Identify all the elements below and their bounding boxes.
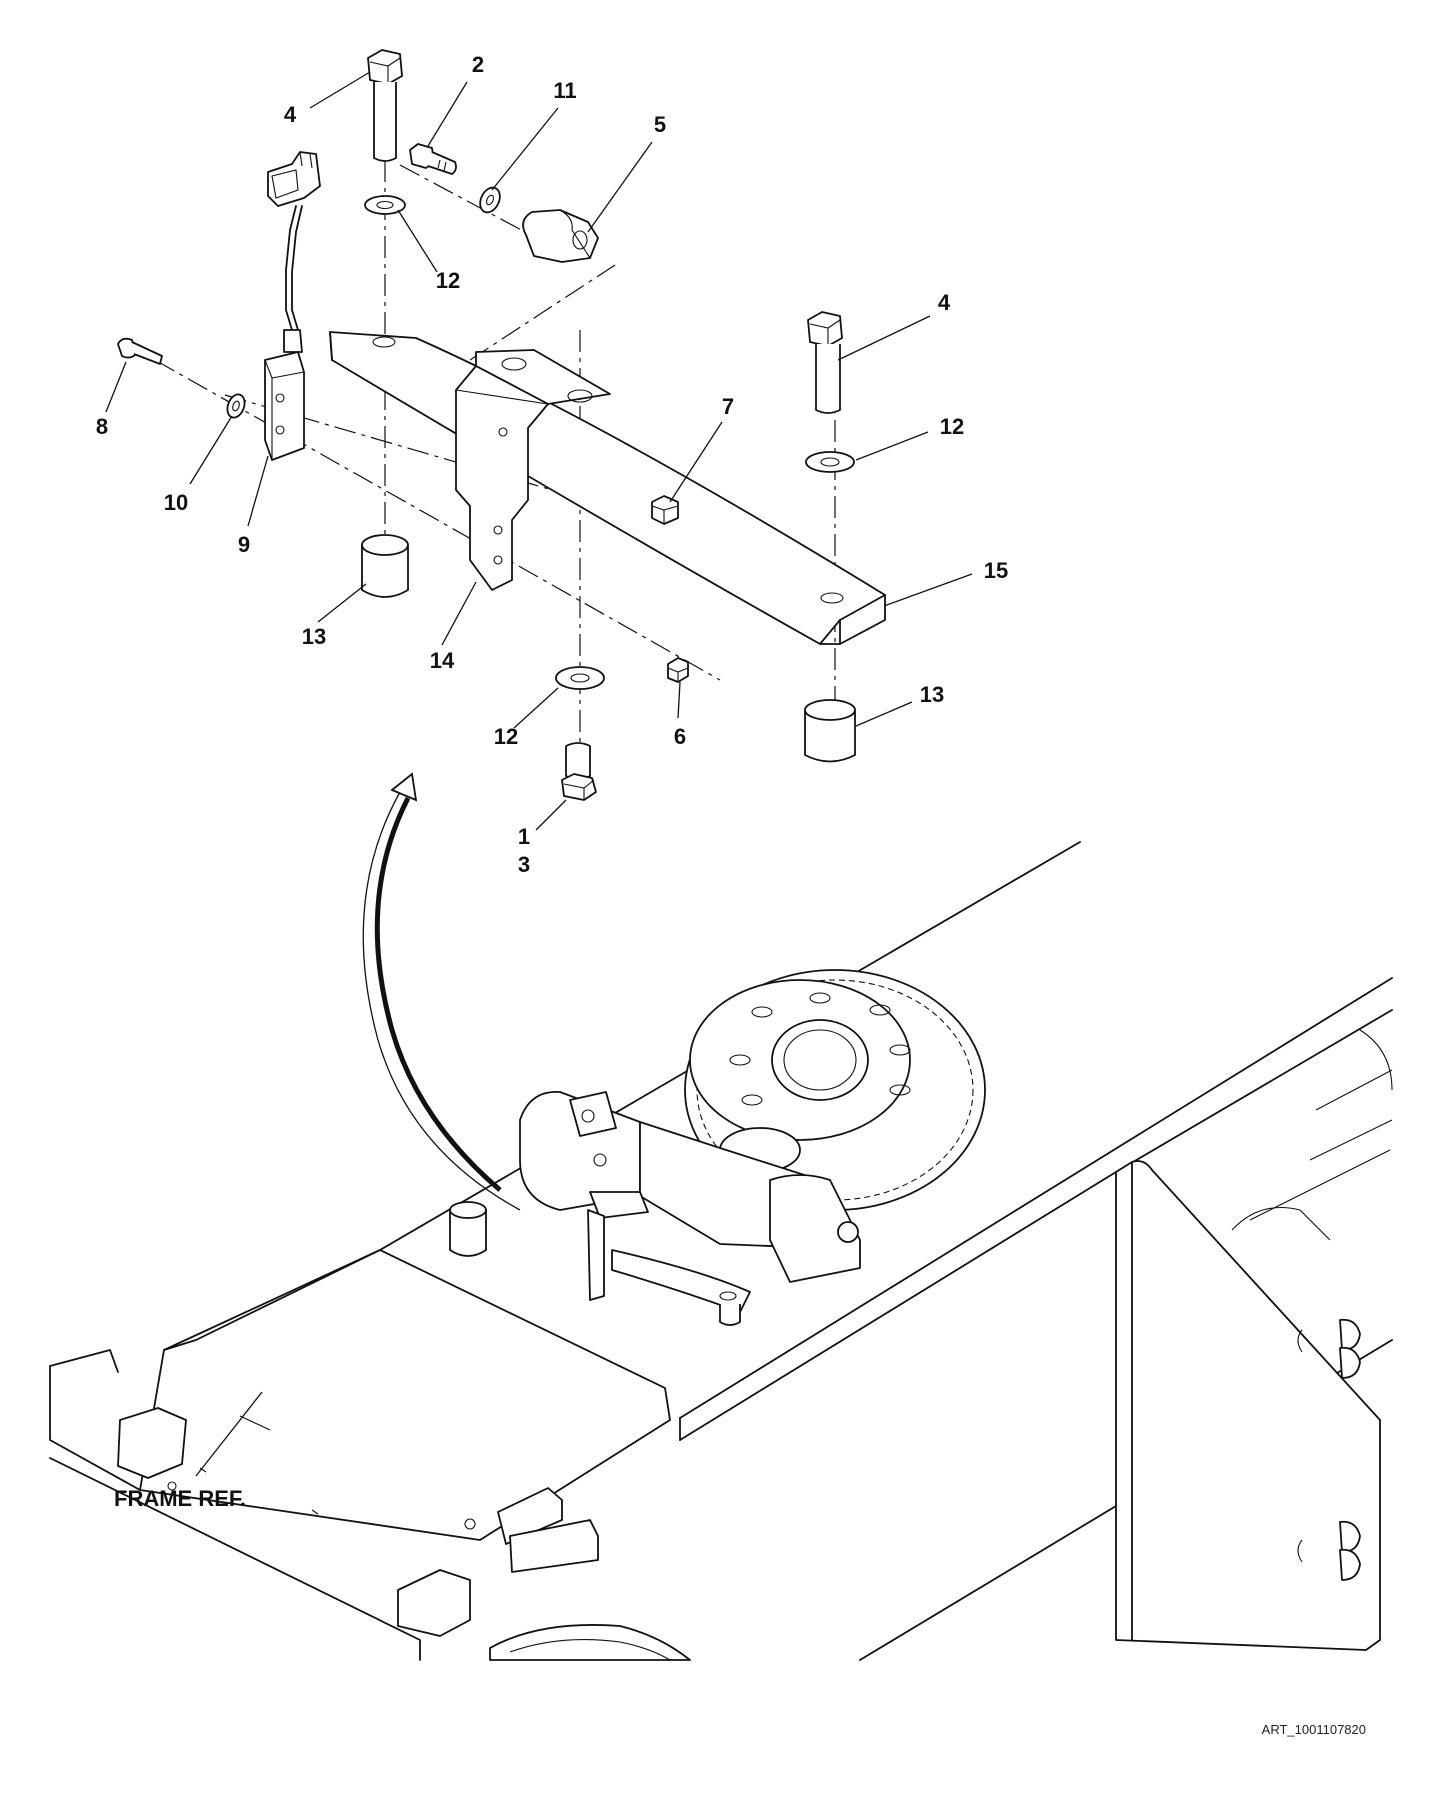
callout-10: 10 [164, 490, 188, 515]
side-plate [1115, 1160, 1381, 1651]
washer-12-right [805, 451, 855, 473]
callout-13-right: 13 [920, 682, 944, 707]
center-line-bolt-2 [399, 164, 541, 241]
sensor-connector [267, 151, 321, 353]
plate-15 [329, 331, 886, 645]
bolt-4-upper [367, 49, 403, 162]
callout-7: 7 [722, 394, 734, 419]
frame-assembly-view: FRAME REF. [49, 841, 1393, 1661]
bracket-14 [455, 349, 611, 591]
frame-ref-label: FRAME REF. [114, 1486, 246, 1511]
cam-block-5 [522, 209, 599, 263]
callout-12-right: 12 [940, 414, 964, 439]
callout-15: 15 [984, 558, 1008, 583]
callout-11: 11 [553, 78, 576, 103]
callout-4-right: 4 [938, 290, 951, 315]
washer-11 [479, 186, 501, 214]
callout-12-upper: 12 [436, 268, 460, 293]
art-id: ART_1001107820 [1262, 1722, 1366, 1737]
nut-6 [667, 657, 689, 683]
callout-14: 14 [430, 648, 455, 673]
callout-12-lower: 12 [494, 724, 518, 749]
leader-lines [105, 71, 973, 831]
washer-12-lower [555, 666, 605, 690]
bolt-2 [409, 143, 457, 175]
callout-5: 5 [654, 112, 666, 137]
callout-8: 8 [96, 414, 108, 439]
callout-3: 3 [518, 852, 530, 877]
callout-4-upper: 4 [284, 102, 297, 127]
spacer-13-right [804, 699, 856, 763]
callout-6: 6 [674, 724, 686, 749]
callout-13-left: 13 [302, 624, 326, 649]
spacer-on-beam [449, 1201, 487, 1257]
installed-bracket [587, 1191, 751, 1326]
callout-1: 1 [518, 824, 530, 849]
bolt-4-right [807, 311, 843, 414]
center-line-cam [469, 264, 616, 361]
location-arrow [362, 772, 521, 1211]
frame-body [49, 1249, 691, 1661]
callout-2: 2 [472, 52, 484, 77]
exploded-view: 4 2 11 5 12 8 10 9 13 14 7 4 12 15 13 12… [96, 49, 1008, 877]
washer-12-upper [364, 195, 406, 215]
callouts: 4 2 11 5 12 8 10 9 13 14 7 4 12 15 13 12… [96, 52, 1008, 877]
slewing-gear [684, 969, 986, 1211]
callout-9: 9 [238, 532, 250, 557]
spacer-13-left [361, 534, 409, 598]
sensor-9 [264, 351, 305, 461]
drive-motor [519, 1091, 861, 1283]
frame-ref-leader [195, 1391, 263, 1477]
center-line-sensor-lower [154, 359, 721, 681]
bolt-1 [561, 742, 597, 801]
nut-7 [651, 495, 679, 525]
screw-8 [117, 337, 163, 365]
